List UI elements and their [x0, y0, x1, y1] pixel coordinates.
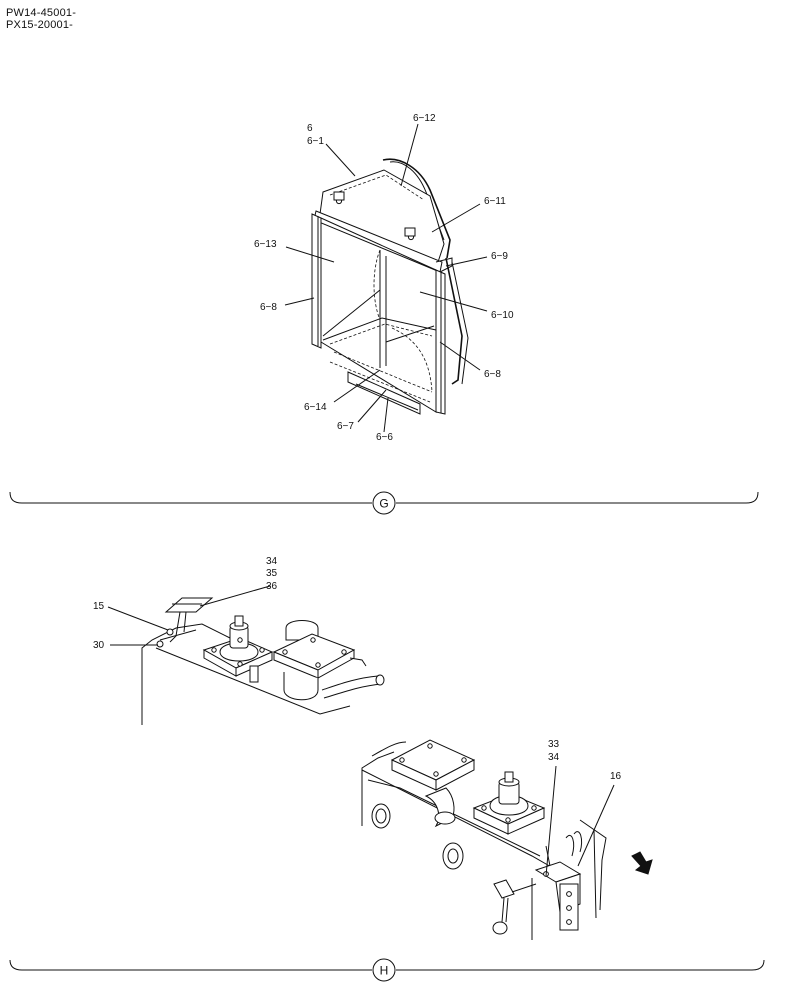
callout-33: 33: [548, 739, 560, 750]
serial-line-2: PX15-20001-: [6, 19, 74, 31]
callout-15: 15: [93, 601, 105, 612]
section-g-marker: G: [379, 497, 388, 511]
callout-6: 6: [307, 123, 313, 134]
callout-6-12: 6−12: [413, 113, 436, 124]
callout-6-10: 6−10: [491, 310, 514, 321]
section-h-lower-leaders: [545, 765, 615, 877]
callout-6-13: 6−13: [254, 239, 277, 250]
callout-6-1: 6−1: [307, 136, 324, 147]
cover-assembly-drawing: [311, 158, 469, 415]
callout-34-top: 34: [266, 556, 278, 567]
valve-assembly-upper-drawing: [141, 597, 385, 725]
section-h-divider: H: [9, 958, 765, 982]
callout-34-bottom: 34: [548, 752, 560, 763]
serial-line-1: PW14-45001-: [6, 7, 77, 19]
section-g-callouts: 6 6−1 6−12 6−11 6−13 6−9 6−8 6−10 6−8 6−…: [254, 113, 514, 443]
callout-6-9: 6−9: [491, 251, 508, 262]
callout-6-8-right: 6−8: [484, 369, 501, 380]
callout-6-7: 6−7: [337, 421, 354, 432]
callout-6-6: 6−6: [376, 432, 393, 443]
section-g-divider: G: [9, 491, 759, 515]
section-h-upper-leaders: [107, 585, 271, 646]
callout-16: 16: [610, 771, 622, 782]
callout-6-11: 6−11: [484, 196, 506, 207]
callout-6-14: 6−14: [304, 402, 327, 413]
callout-6-8-left: 6−8: [260, 302, 277, 313]
serial-range-header: PW14-45001- PX15-20001-: [6, 7, 76, 31]
valve-assembly-lower-drawing: [361, 739, 653, 940]
section-h-upper-callouts: 34 35 36 15 30: [93, 556, 278, 651]
callout-30: 30: [93, 640, 105, 651]
section-g-leaders: [284, 123, 488, 433]
callout-36: 36: [266, 581, 278, 592]
section-h-lower-callouts: 33 34 16: [548, 739, 622, 782]
section-h-marker: H: [380, 964, 389, 978]
callout-35: 35: [266, 568, 278, 579]
